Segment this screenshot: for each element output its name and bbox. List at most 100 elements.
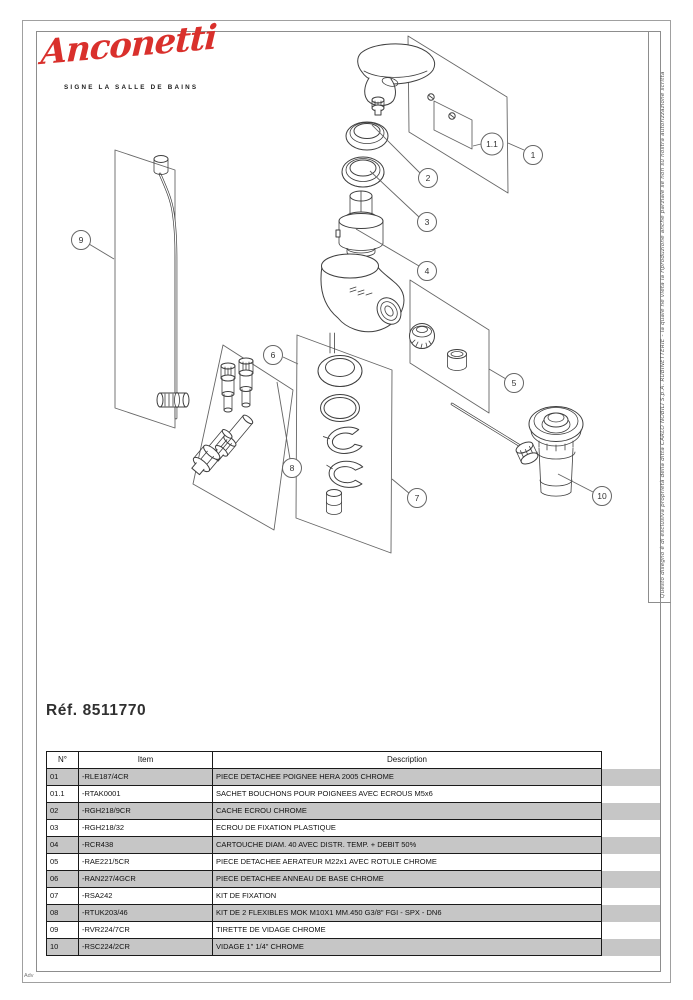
cell-description: PIECE DETACHEE POIGNEE HERA 2005 CHROME bbox=[212, 768, 602, 786]
cell-description: PIECE DETACHEE ANNEAU DE BASE CHROME bbox=[212, 870, 602, 888]
callout-1: 1 bbox=[523, 145, 543, 165]
lead-lines bbox=[88, 124, 594, 495]
row-shade-extension bbox=[582, 904, 660, 922]
footer-note: Adv bbox=[24, 973, 34, 979]
cell-item: -RTUK203/46 bbox=[78, 904, 213, 922]
cell-num: 07 bbox=[46, 887, 79, 905]
cell-item: -RAE221/5CR bbox=[78, 853, 213, 871]
svg-text:4: 4 bbox=[425, 266, 430, 276]
cell-num: 04 bbox=[46, 836, 79, 854]
cell-description: VIDAGE 1" 1/4" CHROME bbox=[212, 938, 602, 956]
cell-num: 10 bbox=[46, 938, 79, 956]
table-row: 03 -RGH218/32 ECROU DE FIXATION PLASTIQU… bbox=[46, 819, 602, 837]
callout-9: 9 bbox=[71, 230, 91, 250]
cell-num: 06 bbox=[46, 870, 79, 888]
part-handle bbox=[357, 43, 436, 106]
cell-item: -RAN227/4GCR bbox=[78, 870, 213, 888]
reference-title: Réf. 8511770 bbox=[46, 702, 147, 719]
header-item: Item bbox=[78, 751, 213, 769]
part-hoses bbox=[191, 357, 254, 476]
table-row: 04 -RCR438 CARTOUCHE DIAM. 40 AVEC DISTR… bbox=[46, 836, 602, 854]
screws-sachet-panel bbox=[427, 93, 473, 150]
side-strip-divider bbox=[648, 31, 649, 602]
callout-2: 2 bbox=[418, 168, 438, 188]
page-outer-border bbox=[22, 20, 671, 983]
callout-7: 7 bbox=[407, 488, 427, 508]
table-row: 10 -RSC224/2CR VIDAGE 1" 1/4" CHROME bbox=[46, 938, 602, 956]
cell-description: CACHE ECROU CHROME bbox=[212, 802, 602, 820]
cell-num: 02 bbox=[46, 802, 79, 820]
parts-table: N° Item Description 01 -RLE187/4CR PIECE… bbox=[46, 751, 602, 956]
cell-description: CARTOUCHE DIAM. 40 AVEC DISTR. TEMP. + D… bbox=[212, 836, 602, 854]
cell-description: KIT DE 2 FLEXIBLES MOK M10X1 MM.450 G3/8… bbox=[212, 904, 602, 922]
svg-text:7: 7 bbox=[415, 493, 420, 503]
table-row: 07 -RSA242 KIT DE FIXATION bbox=[46, 887, 602, 905]
table-row: 08 -RTUK203/46 KIT DE 2 FLEXIBLES MOK M1… bbox=[46, 904, 602, 922]
svg-text:10: 10 bbox=[597, 491, 607, 501]
table-row: 06 -RAN227/4GCR PIECE DETACHEE ANNEAU DE… bbox=[46, 870, 602, 888]
svg-text:1: 1 bbox=[531, 150, 536, 160]
table-header-row: N° Item Description bbox=[46, 751, 602, 769]
svg-text:6: 6 bbox=[271, 350, 276, 360]
part-base-ring bbox=[317, 355, 363, 387]
part-cartridge bbox=[335, 190, 384, 257]
cell-num: 03 bbox=[46, 819, 79, 837]
cell-num: 08 bbox=[46, 904, 79, 922]
hoses-plate bbox=[192, 344, 294, 531]
cell-item: -RTAK0001 bbox=[78, 785, 213, 803]
svg-text:3: 3 bbox=[425, 217, 430, 227]
header-description: Description bbox=[212, 751, 602, 769]
part-tirette bbox=[153, 155, 190, 420]
cell-description: TIRETTE DE VIDAGE CHROME bbox=[212, 921, 602, 939]
table-row: 01.1 -RTAK0001 SACHET BOUCHONS POUR POIG… bbox=[46, 785, 602, 803]
callout-3: 3 bbox=[417, 212, 437, 232]
cell-description: KIT DE FIXATION bbox=[212, 887, 602, 905]
tirette-plate bbox=[114, 149, 176, 429]
header-num: N° bbox=[46, 751, 79, 769]
table-row: 01 -RLE187/4CR PIECE DETACHEE POIGNEE HE… bbox=[46, 768, 602, 786]
svg-text:1.1: 1.1 bbox=[486, 139, 498, 149]
cell-num: 09 bbox=[46, 921, 79, 939]
cell-num: 01 bbox=[46, 768, 79, 786]
table-row: 05 -RAE221/5CR PIECE DETACHEE AERATEUR M… bbox=[46, 853, 602, 871]
row-shade-extension bbox=[582, 836, 660, 854]
cell-item: -RVR224/7CR bbox=[78, 921, 213, 939]
part-dome-cap bbox=[345, 121, 389, 151]
cell-item: -RSC224/2CR bbox=[78, 938, 213, 956]
callout-10: 10 bbox=[592, 486, 612, 506]
svg-text:8: 8 bbox=[290, 463, 295, 473]
row-shade-extension bbox=[582, 768, 660, 786]
table-row: 02 -RGH218/9CR CACHE ECROU CHROME bbox=[46, 802, 602, 820]
page-inner-border bbox=[36, 31, 661, 972]
cell-num: 01.1 bbox=[46, 785, 79, 803]
handle-kit-panel bbox=[407, 35, 509, 194]
part-drain bbox=[450, 402, 584, 497]
part-body bbox=[320, 253, 405, 354]
cell-item: -RSA242 bbox=[78, 887, 213, 905]
part-ring-nut bbox=[341, 156, 385, 188]
brand-logo: Anconetti SIGNE LA SALLE DE BAINS bbox=[40, 17, 218, 91]
cell-description: PIECE DETACHEE AERATEUR M22x1 AVEC ROTUL… bbox=[212, 853, 602, 871]
row-shade-extension bbox=[582, 938, 660, 956]
svg-text:5: 5 bbox=[512, 378, 517, 388]
cell-description: SACHET BOUCHONS POUR POIGNEES AVEC ECROU… bbox=[212, 785, 602, 803]
row-shade-extension bbox=[582, 802, 660, 820]
callout-6: 6 bbox=[263, 345, 283, 365]
row-shade-extension bbox=[582, 870, 660, 888]
callout-5: 5 bbox=[504, 373, 524, 393]
part-aerator bbox=[409, 323, 467, 371]
cell-item: -RCR438 bbox=[78, 836, 213, 854]
part-handle-screw bbox=[371, 96, 385, 116]
brand-tagline: SIGNE LA SALLE DE BAINS bbox=[64, 84, 199, 91]
cell-description: ECROU DE FIXATION PLASTIQUE bbox=[212, 819, 602, 837]
cell-item: -RGH218/32 bbox=[78, 819, 213, 837]
side-strip-bottom bbox=[648, 602, 671, 603]
cell-item: -RGH218/9CR bbox=[78, 802, 213, 820]
svg-text:2: 2 bbox=[426, 173, 431, 183]
cell-item: -RLE187/4CR bbox=[78, 768, 213, 786]
callout-4: 4 bbox=[417, 261, 437, 281]
cell-num: 05 bbox=[46, 853, 79, 871]
svg-text:9: 9 bbox=[79, 235, 84, 245]
